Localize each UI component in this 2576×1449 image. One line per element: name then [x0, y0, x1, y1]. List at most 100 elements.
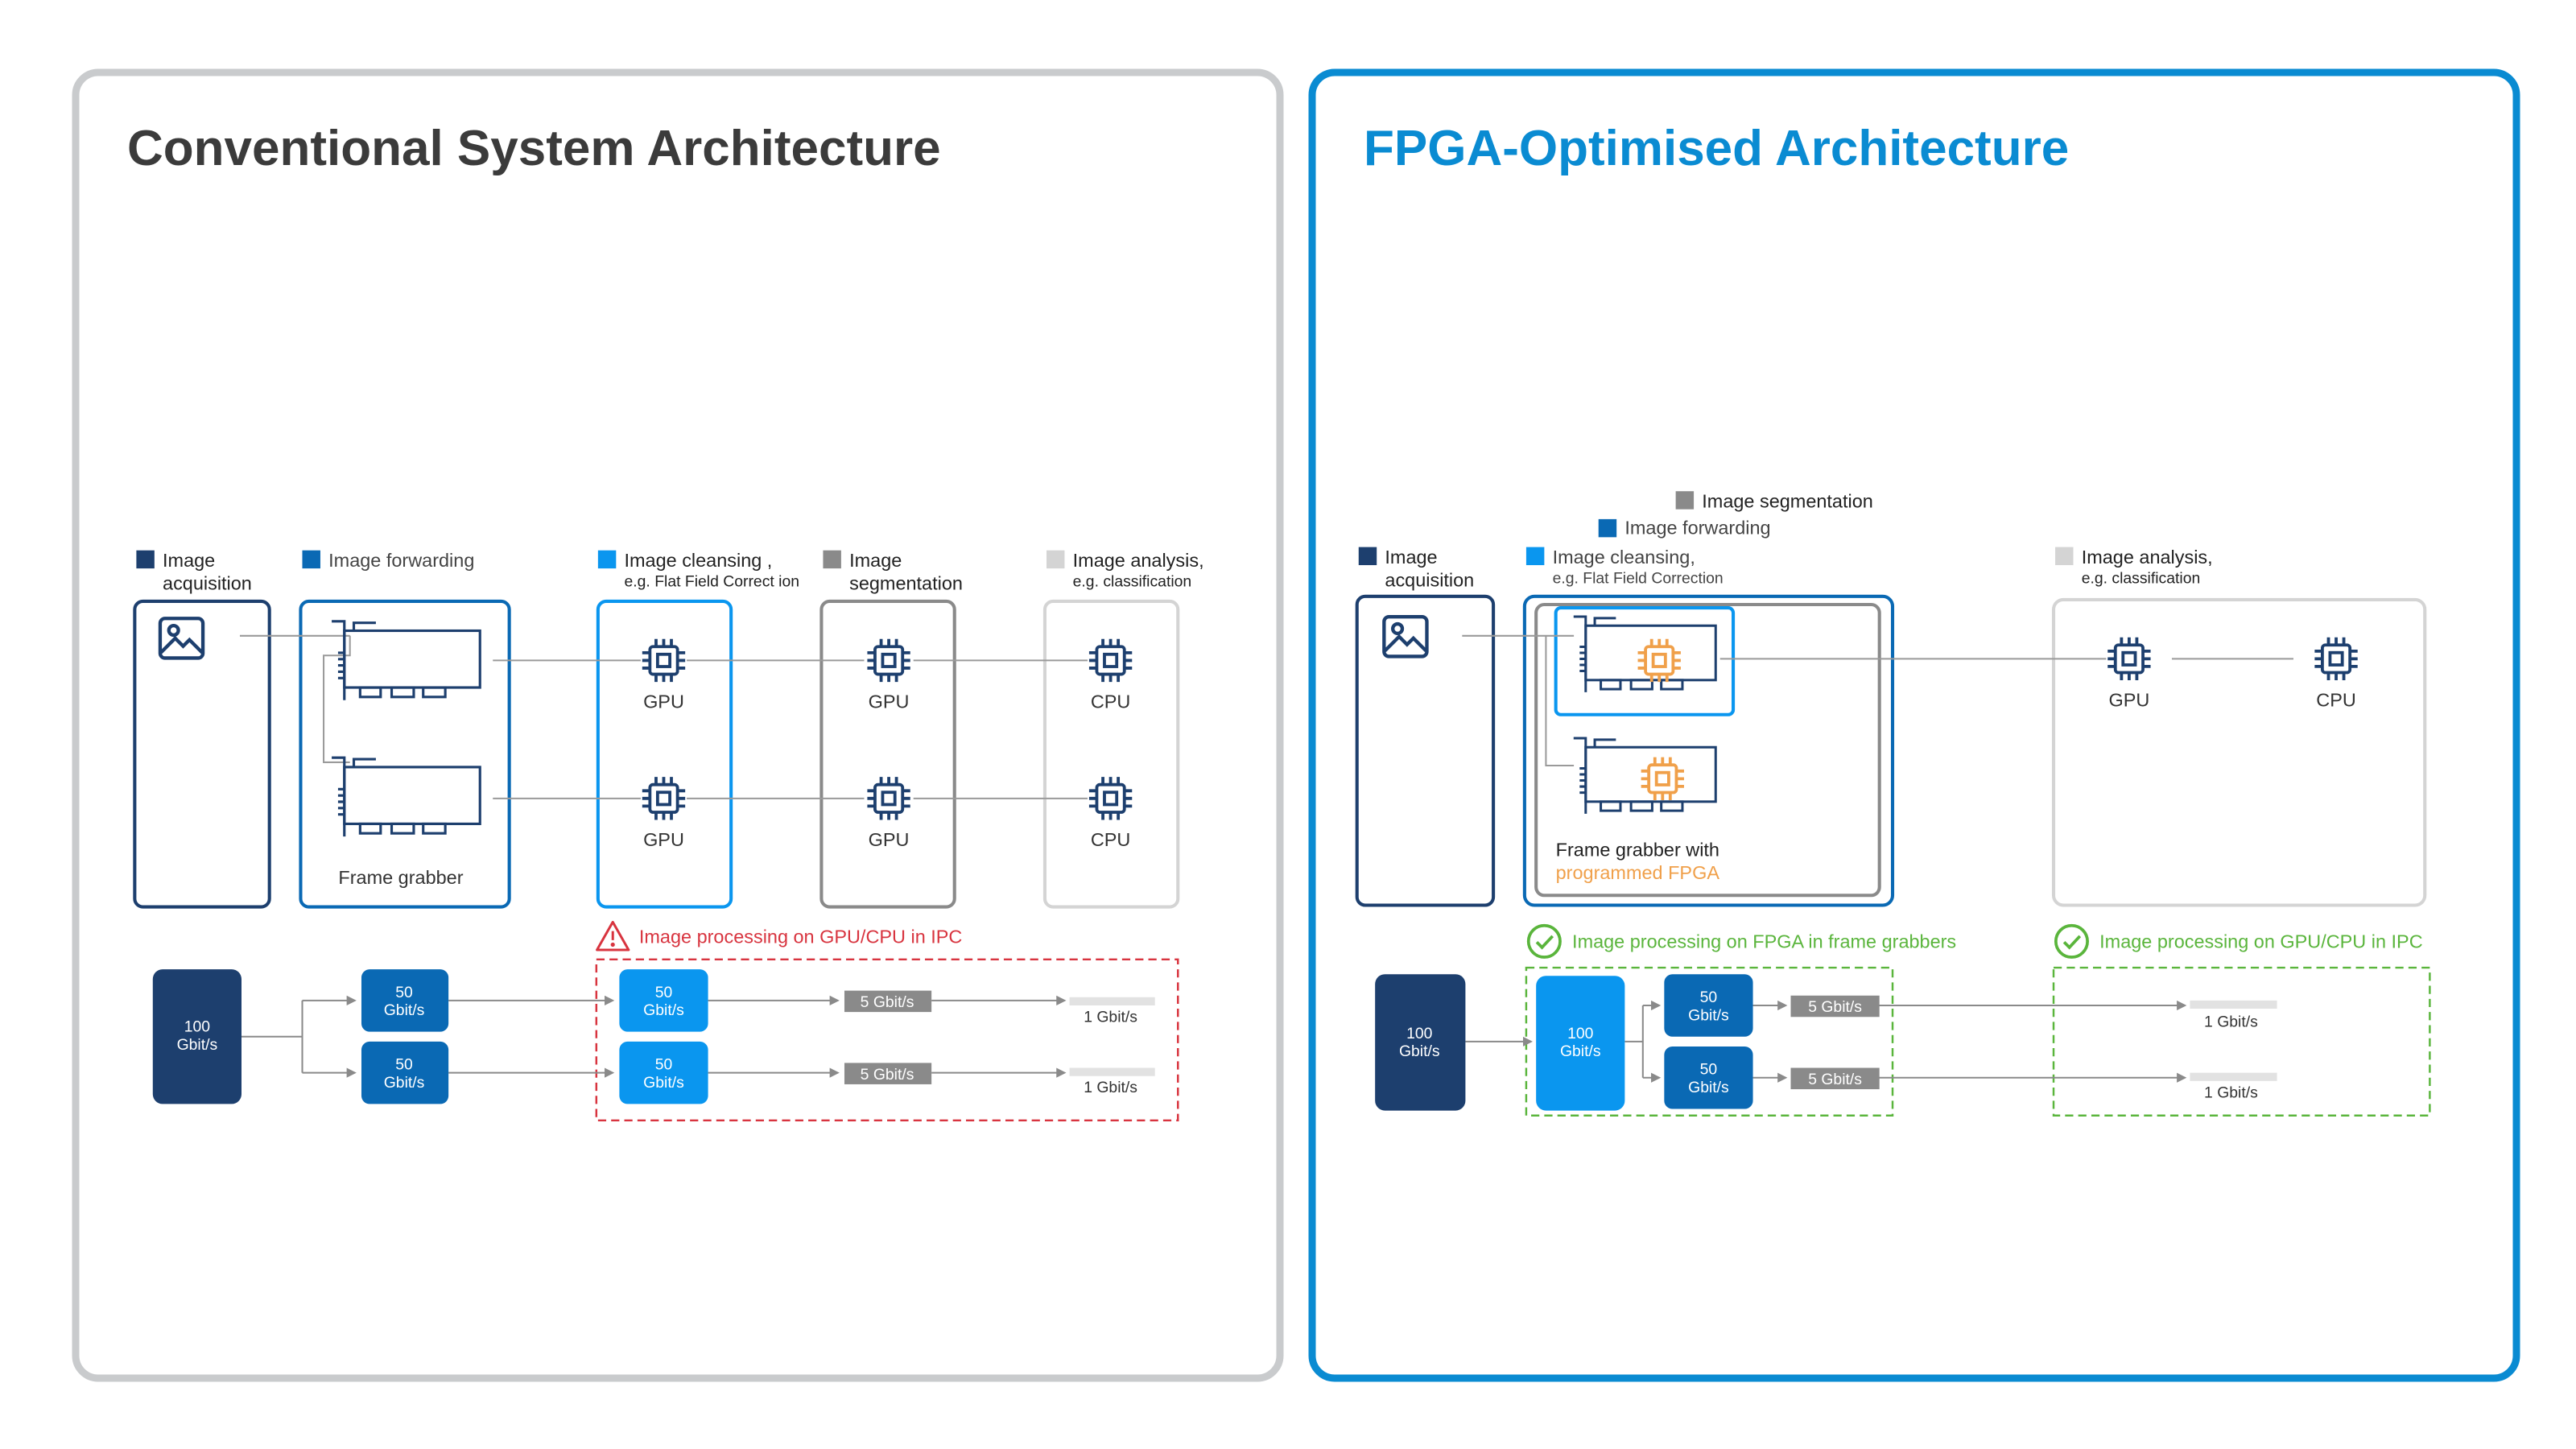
ipc-processing-zone	[2052, 966, 2431, 1117]
frame-grabber-card-icon	[1572, 737, 1717, 815]
frame-grabber-fpga-label: Frame grabber with	[1556, 839, 1719, 860]
rate-block-input	[152, 969, 242, 1104]
left-forwarding-box	[299, 599, 511, 909]
left-panel-title: Conventional System Architecture	[127, 121, 941, 176]
rate-block-forwarded-unit: Gbit/s	[1688, 1079, 1729, 1096]
legend-swatch-segmentation	[823, 550, 841, 569]
legend-analysis: Image analysis,	[1073, 550, 1204, 571]
right-fpga-note: Image processing on FPGA in frame grabbe…	[1572, 931, 1956, 952]
rate-block-forwarded	[1664, 1046, 1753, 1109]
legend-cleansing-example: e.g. Flat Field Correction	[1553, 569, 1724, 587]
rate-block-fpga-value: 100	[1567, 1025, 1594, 1042]
right-acquisition-box	[1355, 594, 1496, 907]
rate-block-forwarded-value: 50	[1700, 1061, 1718, 1079]
rate-block-cleansed-unit: Gbit/s	[643, 1001, 684, 1019]
warning-icon	[596, 920, 630, 952]
rate-block-segmented	[844, 1063, 932, 1084]
rate-block-forwarded	[361, 1041, 449, 1104]
left-segmentation-box	[819, 599, 956, 909]
legend-cleansing: Image cleansing,	[1553, 547, 1695, 568]
gpu-chip-icon	[2106, 635, 2153, 682]
legend-segmentation-line2: segmentation	[849, 573, 963, 594]
check-icon	[2054, 923, 2089, 959]
ipc-processing-zone	[595, 958, 1179, 1122]
rate-block-forwarded-value: 50	[1700, 989, 1718, 1006]
rate-block-segmented-value: 5 Gbit/s	[861, 1066, 914, 1084]
rate-block-segmented-value: 5 Gbit/s	[1808, 1071, 1862, 1088]
left-cleansing-box	[596, 599, 733, 909]
check-icon	[1526, 923, 1562, 959]
legend-analysis-example: e.g. classification	[2082, 569, 2201, 587]
right-ipc-note: Image processing on GPU/CPU in IPC	[2099, 931, 2423, 952]
left-analysis-box	[1042, 599, 1180, 909]
rate-block-input-value: 100	[184, 1018, 211, 1036]
image-icon	[160, 618, 203, 658]
rate-bar-analysed	[2190, 1000, 2277, 1009]
rate-block-forwarded-value: 50	[395, 984, 413, 1001]
rate-bar-analysed	[1069, 997, 1155, 1005]
rate-block-segmented	[1790, 1067, 1880, 1090]
legend-forwarding: Image forwarding	[1624, 517, 1770, 538]
legend-swatch-acquisition	[136, 550, 155, 569]
rate-block-cleansed	[619, 1041, 708, 1104]
legend-swatch-analysis	[1046, 550, 1065, 569]
right-segmentation-box	[1534, 602, 1881, 898]
rate-block-forwarded-unit: Gbit/s	[384, 1074, 425, 1092]
frame-grabber-label: Frame grabber	[338, 867, 463, 888]
rate-block-cleansed-value: 50	[655, 1056, 673, 1074]
cpu-label: CPU	[1091, 691, 1131, 712]
rate-block-forwarded	[1664, 974, 1753, 1037]
gpu-chip-icon	[640, 775, 687, 822]
frame-grabber-card-icon	[330, 620, 481, 702]
left-connectors	[239, 634, 1088, 799]
cpu-chip-icon	[2313, 635, 2359, 682]
rate-block-fpga-unit: Gbit/s	[1560, 1042, 1601, 1060]
legend-swatch-forwarding	[1598, 518, 1617, 538]
left-acquisition-box	[133, 599, 271, 909]
left-processing-note: Image processing on GPU/CPU in IPC	[639, 926, 963, 947]
legend-cleansing-example: e.g. Flat Field Correct ion	[625, 573, 800, 591]
rate-block-cleansed-unit: Gbit/s	[643, 1074, 684, 1092]
gpu-label: GPU	[643, 691, 684, 712]
rate-analysed-value: 1 Gbit/s	[2204, 1013, 2258, 1031]
rate-block-cleansed	[619, 969, 708, 1032]
right-analysis-box	[2051, 597, 2427, 907]
legend-swatch-forwarding	[302, 550, 320, 569]
gpu-label: GPU	[643, 829, 684, 850]
left-chip-labels: GPU GPU GPU GPU CPU CPU	[643, 691, 1130, 850]
legend-acquisition-line1: Image	[163, 550, 215, 571]
left-flow-blocks: 100 Gbit/s 50 Gbit/s 50 Gbit/s 50 Gbit/s…	[152, 969, 1155, 1104]
rate-block-segmented	[844, 990, 932, 1013]
legend-acquisition-line1: Image	[1385, 547, 1437, 568]
rate-block-forwarded	[361, 969, 449, 1032]
cpu-chip-icon	[1088, 637, 1134, 683]
legend-forwarding: Image forwarding	[328, 550, 474, 571]
gpu-chip-icon	[640, 637, 687, 683]
gpu-label: GPU	[869, 829, 910, 850]
cpu-chip-icon	[1088, 775, 1134, 822]
rate-block-forwarded-unit: Gbit/s	[384, 1001, 425, 1019]
rate-bar-analysed	[1069, 1067, 1155, 1076]
rate-block-input-unit: Gbit/s	[1399, 1042, 1440, 1060]
gpu-label: GPU	[869, 691, 910, 712]
legend-acquisition-line2: acquisition	[1385, 570, 1474, 591]
right-forwarding-box	[1522, 594, 1895, 907]
right-flow-blocks: 100 Gbit/s 100 Gbit/s 50 Gbit/s 50 Gbit/…	[1375, 974, 2277, 1111]
legend-analysis-example: e.g. classification	[1073, 573, 1192, 591]
rate-block-input-unit: Gbit/s	[177, 1036, 218, 1054]
rate-block-forwarded-unit: Gbit/s	[1688, 1006, 1729, 1024]
left-flow-lines	[242, 995, 1067, 1078]
right-flow-lines	[1465, 1000, 2187, 1083]
legend-swatch-cleansing	[597, 550, 617, 569]
fpga-chip-icon	[1639, 755, 1686, 802]
rate-block-forwarded-value: 50	[395, 1056, 413, 1074]
gpu-label: GPU	[2108, 690, 2149, 711]
left-chips	[640, 637, 1134, 822]
rate-block-input	[1375, 974, 1466, 1111]
gpu-chip-icon	[865, 637, 912, 683]
cpu-label: CPU	[1091, 829, 1131, 850]
right-legend: Image segmentation Image forwarding Imag…	[1358, 491, 2213, 591]
fpga-chip-icon	[1636, 637, 1682, 683]
